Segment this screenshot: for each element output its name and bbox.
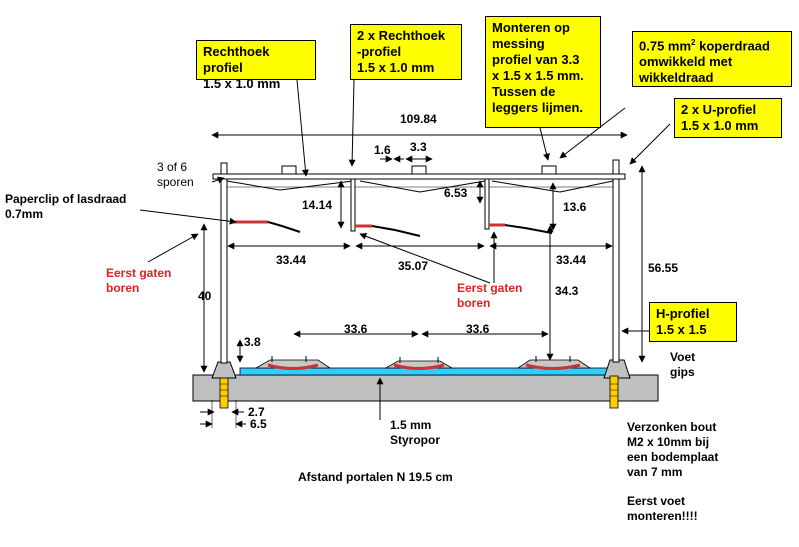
- dim-40: 40: [198, 289, 212, 303]
- box-monteren: Monteren op messing profiel van 3.3 x 1.…: [485, 16, 601, 128]
- dim-109: 109.84: [400, 112, 437, 126]
- label-voet-gips: Voet gips: [670, 350, 696, 379]
- box-u-profiel: 2 x U-profiel 1.5 x 1.0 mm: [674, 98, 782, 138]
- label-sporen: 3 of 6 sporen: [157, 160, 194, 189]
- base-plate: [192, 374, 659, 402]
- track-bed-2: [384, 357, 454, 370]
- foot-right: [603, 359, 631, 379]
- insulator-1: [281, 165, 297, 175]
- dim-38: 3.8: [244, 335, 261, 349]
- dim-5655: 56.55: [648, 261, 678, 275]
- dim-3344a: 33.44: [276, 253, 306, 267]
- label-eerst-gaten-left: Eerst gaten boren: [106, 266, 172, 295]
- post-right: [612, 159, 620, 363]
- label-voet-monteren: Eerst voet monteren!!!!: [627, 494, 698, 523]
- koperdraad-text-b: koperdraad omwikkeld met wikkeldraad: [639, 38, 770, 86]
- dropper-1: [350, 178, 356, 232]
- foot-left: [211, 361, 237, 379]
- box-h-profiel: H-profiel 1.5 x 1.5: [649, 302, 737, 342]
- dim-65: 6.5: [250, 417, 267, 431]
- dim-336b: 33.6: [466, 322, 490, 336]
- insulator-3: [541, 165, 557, 175]
- dropper-2: [484, 178, 490, 230]
- dim-136: 13.6: [563, 200, 587, 214]
- dim-3344b: 33.44: [556, 253, 586, 267]
- track-bed-3: [516, 356, 592, 370]
- arm-3: [489, 223, 553, 234]
- dim-27: 2.7: [248, 405, 265, 419]
- dim-16: 1.6: [374, 143, 391, 157]
- bolt-right: [609, 375, 619, 409]
- dim-3507: 35.07: [398, 259, 428, 273]
- arm-2: [355, 224, 421, 237]
- label-styropor: 1.5 mm Styropor: [390, 418, 441, 447]
- truss: [226, 178, 614, 193]
- dim-653: 6.53: [444, 186, 468, 200]
- koperdraad-text-a: 0.75 mm: [639, 38, 692, 54]
- dim-343: 34.3: [555, 284, 579, 298]
- bolt-left: [219, 377, 229, 409]
- dim-1414: 14.14: [302, 198, 332, 212]
- dim-336a: 33.6: [344, 322, 368, 336]
- label-bout: Verzonken bout M2 x 10mm bij een bodempl…: [627, 420, 719, 479]
- arm-1: [232, 220, 301, 233]
- dim-33: 3.3: [410, 140, 427, 154]
- label-afstand: Afstand portalen N 19.5 cm: [298, 470, 453, 484]
- insulator-2: [411, 165, 427, 175]
- label-paperclip: Paperclip of lasdraad 0.7mm: [5, 192, 127, 221]
- box-rechthoek-profiel: Rechthoek profiel 1.5 x 1.0 mm: [196, 40, 316, 91]
- label-eerst-gaten-mid: Eerst gaten boren: [457, 281, 523, 310]
- post-left: [220, 162, 228, 364]
- track-bed-1: [254, 356, 332, 370]
- box-2x-rechthoek: 2 x Rechthoek -profiel 1.5 x 1.0 mm: [350, 24, 462, 80]
- top-beam: [212, 173, 626, 180]
- box-koperdraad: 0.75 mm2 koperdraad omwikkeld met wikkel…: [632, 31, 792, 87]
- koperdraad-sup: 2: [691, 38, 696, 47]
